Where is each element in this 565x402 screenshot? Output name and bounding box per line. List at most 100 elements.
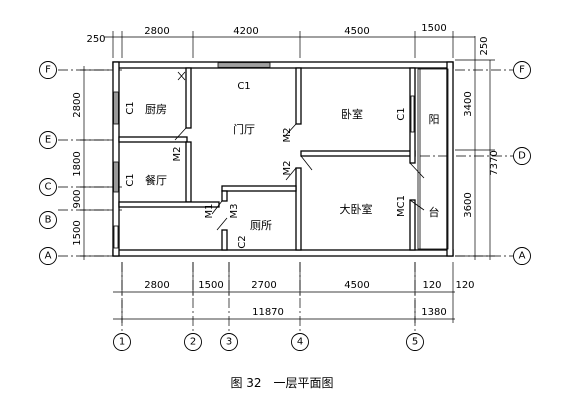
axis-bubble-c: C — [39, 178, 57, 196]
door-m3-leaf — [216, 217, 228, 231]
dim-left-1800: 1800 — [72, 151, 83, 176]
dim-right-250: 250 — [479, 36, 490, 55]
toilet-master-wall — [295, 167, 302, 251]
axis-bubble-a-left: A — [39, 247, 57, 265]
dim-right-3400: 3400 — [463, 91, 474, 116]
axis-bubble-4: 4 — [291, 333, 309, 351]
svg-text:4: 4 — [297, 337, 303, 348]
toilet-west-wall-lower — [221, 229, 228, 251]
label-m2-foyer-lower: M2 — [282, 161, 293, 176]
label-c1-bedroom: C1 — [396, 107, 407, 120]
label-c1-dining: C1 — [125, 173, 136, 186]
top-dimension-line: 250 2800 4200 4500 1500 — [86, 23, 475, 58]
dim-bottom-11870: 11870 — [252, 307, 284, 318]
door-m2-foyer-lower-leaf — [285, 167, 297, 181]
balcony-wall-lower — [409, 199, 416, 251]
dim-left-900: 900 — [72, 189, 83, 208]
dim-left-1500: 1500 — [72, 220, 83, 245]
door-m1-leaf — [211, 200, 223, 215]
dim-top-4500: 4500 — [344, 26, 369, 37]
walls — [112, 61, 454, 257]
label-mc1: MC1 — [396, 195, 407, 217]
window-c2 — [113, 225, 119, 249]
toilet-west-wall-upper — [221, 190, 228, 202]
dim-bottom-4500: 4500 — [344, 280, 369, 291]
axis-bubble-2: 2 — [184, 333, 202, 351]
axis-bubble-e: E — [39, 131, 57, 149]
north-wall — [112, 61, 454, 69]
svg-text:2: 2 — [190, 337, 196, 348]
door-balcony-lower-leaf — [409, 199, 425, 211]
bedroom-master-wall — [300, 150, 416, 157]
kitchen-foyer-wall — [185, 67, 192, 129]
room-labels: 厨房 门厅 卧室 阳 台 餐厅 厕所 大卧室 — [145, 103, 440, 232]
svg-text:B: B — [45, 215, 52, 226]
axis-bubble-b: B — [39, 211, 57, 229]
room-balcony-bottom: 台 — [429, 205, 440, 219]
room-bedroom: 卧室 — [341, 107, 363, 121]
label-c2: C2 — [237, 235, 248, 248]
door-bedroom-leaf — [300, 155, 313, 171]
door-balcony-leaf — [409, 162, 425, 179]
toilet-north-wall — [221, 185, 297, 192]
axis-bubble-3: 3 — [220, 333, 238, 351]
axis-bubble-5: 5 — [406, 333, 424, 351]
balcony-railing — [417, 68, 449, 250]
svg-text:A: A — [519, 251, 526, 262]
right-dimension-lines: 250 3400 3600 7370 — [455, 36, 500, 260]
svg-text:E: E — [45, 135, 51, 146]
room-dining: 餐厅 — [145, 173, 167, 187]
dim-top-2800: 2800 — [144, 26, 169, 37]
axis-bubble-1: 1 — [113, 333, 131, 351]
dining-foyer-wall — [185, 141, 192, 203]
window-c1-bedroom — [410, 95, 415, 133]
label-m2-foyer-upper: M2 — [282, 128, 293, 143]
svg-text:A: A — [45, 251, 52, 262]
room-master-bedroom: 大卧室 — [340, 202, 373, 216]
axis-bubble-f-right: F — [513, 61, 531, 79]
label-c1-kitchen: C1 — [125, 101, 136, 114]
svg-text:D: D — [518, 151, 526, 162]
svg-text:C: C — [45, 182, 52, 193]
room-foyer: 门厅 — [233, 122, 255, 136]
west-wall — [112, 61, 120, 257]
door-m2-foyer-upper-leaf — [285, 123, 297, 136]
axis-bubble-f-left: F — [39, 61, 57, 79]
svg-text:F: F — [45, 65, 51, 76]
axis-bubble-d: D — [513, 147, 531, 165]
door-m2-kitchen-leaf — [174, 127, 187, 141]
left-dimension-line: 2800 1800 900 1500 — [72, 66, 112, 260]
label-c1-top: C1 — [237, 81, 250, 92]
bottom-dimension-lines: 2800 1500 2700 4500 120 120 11870 1380 — [113, 262, 475, 323]
dim-bottom-2700: 2700 — [251, 280, 276, 291]
dim-top-1500: 1500 — [421, 23, 446, 34]
svg-text:5: 5 — [412, 337, 418, 348]
dim-bottom-120a: 120 — [422, 280, 441, 291]
foyer-bedroom-wall — [295, 67, 302, 125]
dim-top-4200: 4200 — [233, 26, 258, 37]
dim-bottom-1380: 1380 — [421, 307, 446, 318]
room-balcony-top: 阳 — [429, 113, 440, 126]
dim-bottom-120b: 120 — [455, 280, 474, 291]
dim-top-250: 250 — [86, 34, 105, 45]
axis-grid-lines — [58, 69, 513, 333]
label-m1: M1 — [204, 204, 215, 219]
opening-labels: C1 C1 C1 C1 M2 M2 M2 M1 M3 C2 MC1 — [125, 81, 407, 249]
room-kitchen: 厨房 — [145, 103, 167, 116]
svg-text:F: F — [519, 65, 525, 76]
windows — [113, 62, 449, 250]
door-swings — [174, 71, 425, 231]
label-m3: M3 — [229, 204, 240, 219]
kitchen-dining-wall — [118, 136, 188, 143]
dim-right-7370: 7370 — [489, 150, 500, 175]
axis-bubbles: F F E D C B A A 1 2 3 4 5 — [39, 61, 531, 351]
dim-right-3600: 3600 — [463, 192, 474, 217]
label-m2-kitchen: M2 — [172, 147, 183, 162]
room-toilet: 厕所 — [250, 219, 272, 232]
dim-bottom-1500: 1500 — [198, 280, 223, 291]
axis-bubble-a-right: A — [513, 247, 531, 265]
east-wall — [446, 61, 454, 257]
dim-left-2800: 2800 — [72, 92, 83, 117]
figure-caption: 图 32 一层平面图 — [230, 376, 333, 390]
